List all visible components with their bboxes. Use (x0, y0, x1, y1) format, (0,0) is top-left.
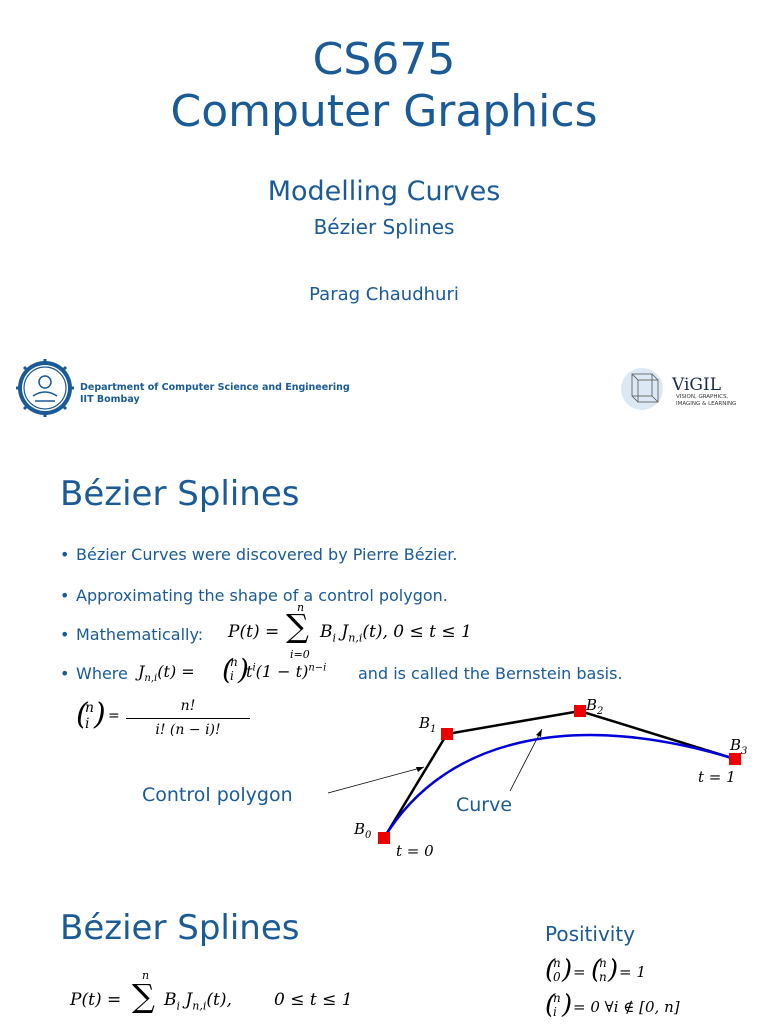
sum-symbol: ∑ (286, 607, 309, 645)
bullet-4-text: Where (76, 664, 128, 683)
slide3-title: Bézier Splines (60, 908, 300, 948)
sum-upper-n: n (297, 601, 305, 614)
department-name: Department of Computer Science and Engin… (80, 382, 350, 393)
sum-symbol-2: ∑ (132, 977, 155, 1015)
positivity-heading: Positivity (545, 922, 636, 946)
topic-title: Modelling Curves (267, 176, 501, 207)
positivity-formula-2: ( n i ) = 0 ∀i ∉ [0, n] (545, 990, 680, 1020)
label-b0: B0 (354, 820, 372, 841)
bezier-formula-2: P(t) = (70, 990, 122, 1010)
curve-pointer (509, 728, 543, 792)
label-b1: B1 (419, 714, 437, 735)
bullet-2-text: Approximating the shape of a control pol… (76, 586, 448, 605)
control-point-b3 (729, 753, 741, 765)
author-name: Parag Chaudhuri (309, 284, 459, 305)
label-t0: t = 0 (396, 842, 434, 860)
control-point-b0 (378, 832, 390, 844)
control-polygon-pointer (327, 766, 425, 794)
bullet-3: •Mathematically: (60, 625, 204, 644)
department-info: Department of Computer Science and Engin… (80, 382, 350, 406)
bezier-formula: P(t) = (228, 622, 280, 642)
bezier-diagram (327, 705, 741, 844)
course-name: Computer Graphics (170, 86, 598, 137)
label-t1: t = 1 (698, 768, 736, 786)
slide2-title: Bézier Splines (60, 474, 300, 514)
range-2: 0 ≤ t ≤ 1 (274, 990, 353, 1010)
bezier-formula-rhs: Bi Jn,i(t), 0 ≤ t ≤ 1 (320, 622, 472, 645)
control-point-b2 (574, 705, 586, 717)
course-code: CS675 (312, 34, 456, 85)
sum-upper-n-2: n (142, 969, 150, 982)
vigil-name: ViGIL (672, 375, 721, 395)
bernstein-formula: Jn,i(t) = (138, 662, 195, 685)
label-b3: B3 (730, 736, 748, 757)
bullet-4: •Where (60, 664, 128, 683)
bullet-2: •Approximating the shape of a control po… (60, 586, 448, 605)
vigil-logo-icon (621, 368, 663, 410)
iit-logo-icon (16, 359, 74, 417)
bullet-1-text: Bézier Curves were discovered by Pierre … (76, 545, 458, 564)
vigil-sub-line2: IMAGING & LEARNING (676, 401, 737, 407)
bernstein-formula-rhs: ti(1 − t)n−i (246, 662, 327, 681)
vigil-subtitle: VISION, GRAPHICS, IMAGING & LEARNING (676, 394, 736, 408)
institute-name: IIT Bombay (80, 394, 140, 405)
positivity-formula-1: ( n 0 ) = ( n n ) = 1 (545, 955, 646, 985)
control-point-b1 (441, 728, 453, 740)
bullet-3-text: Mathematically: (76, 625, 204, 644)
bezier-formula-2-rhs: Bi Jn,i(t), (164, 990, 232, 1013)
label-b2: B2 (586, 696, 604, 717)
label-control-polygon: Control polygon (142, 784, 293, 806)
sum-lower: i=0 (290, 648, 310, 661)
vigil-sub-line1: VISION, GRAPHICS, (676, 394, 729, 400)
bullet-1: •Bézier Curves were discovered by Pierre… (60, 545, 458, 564)
control-polygon-line (382, 709, 736, 839)
subtopic-title: Bézier Splines (313, 215, 455, 239)
bezier-curve-line (382, 733, 736, 839)
bernstein-note: and is called the Bernstein basis. (358, 664, 623, 683)
label-curve: Curve (456, 794, 513, 816)
